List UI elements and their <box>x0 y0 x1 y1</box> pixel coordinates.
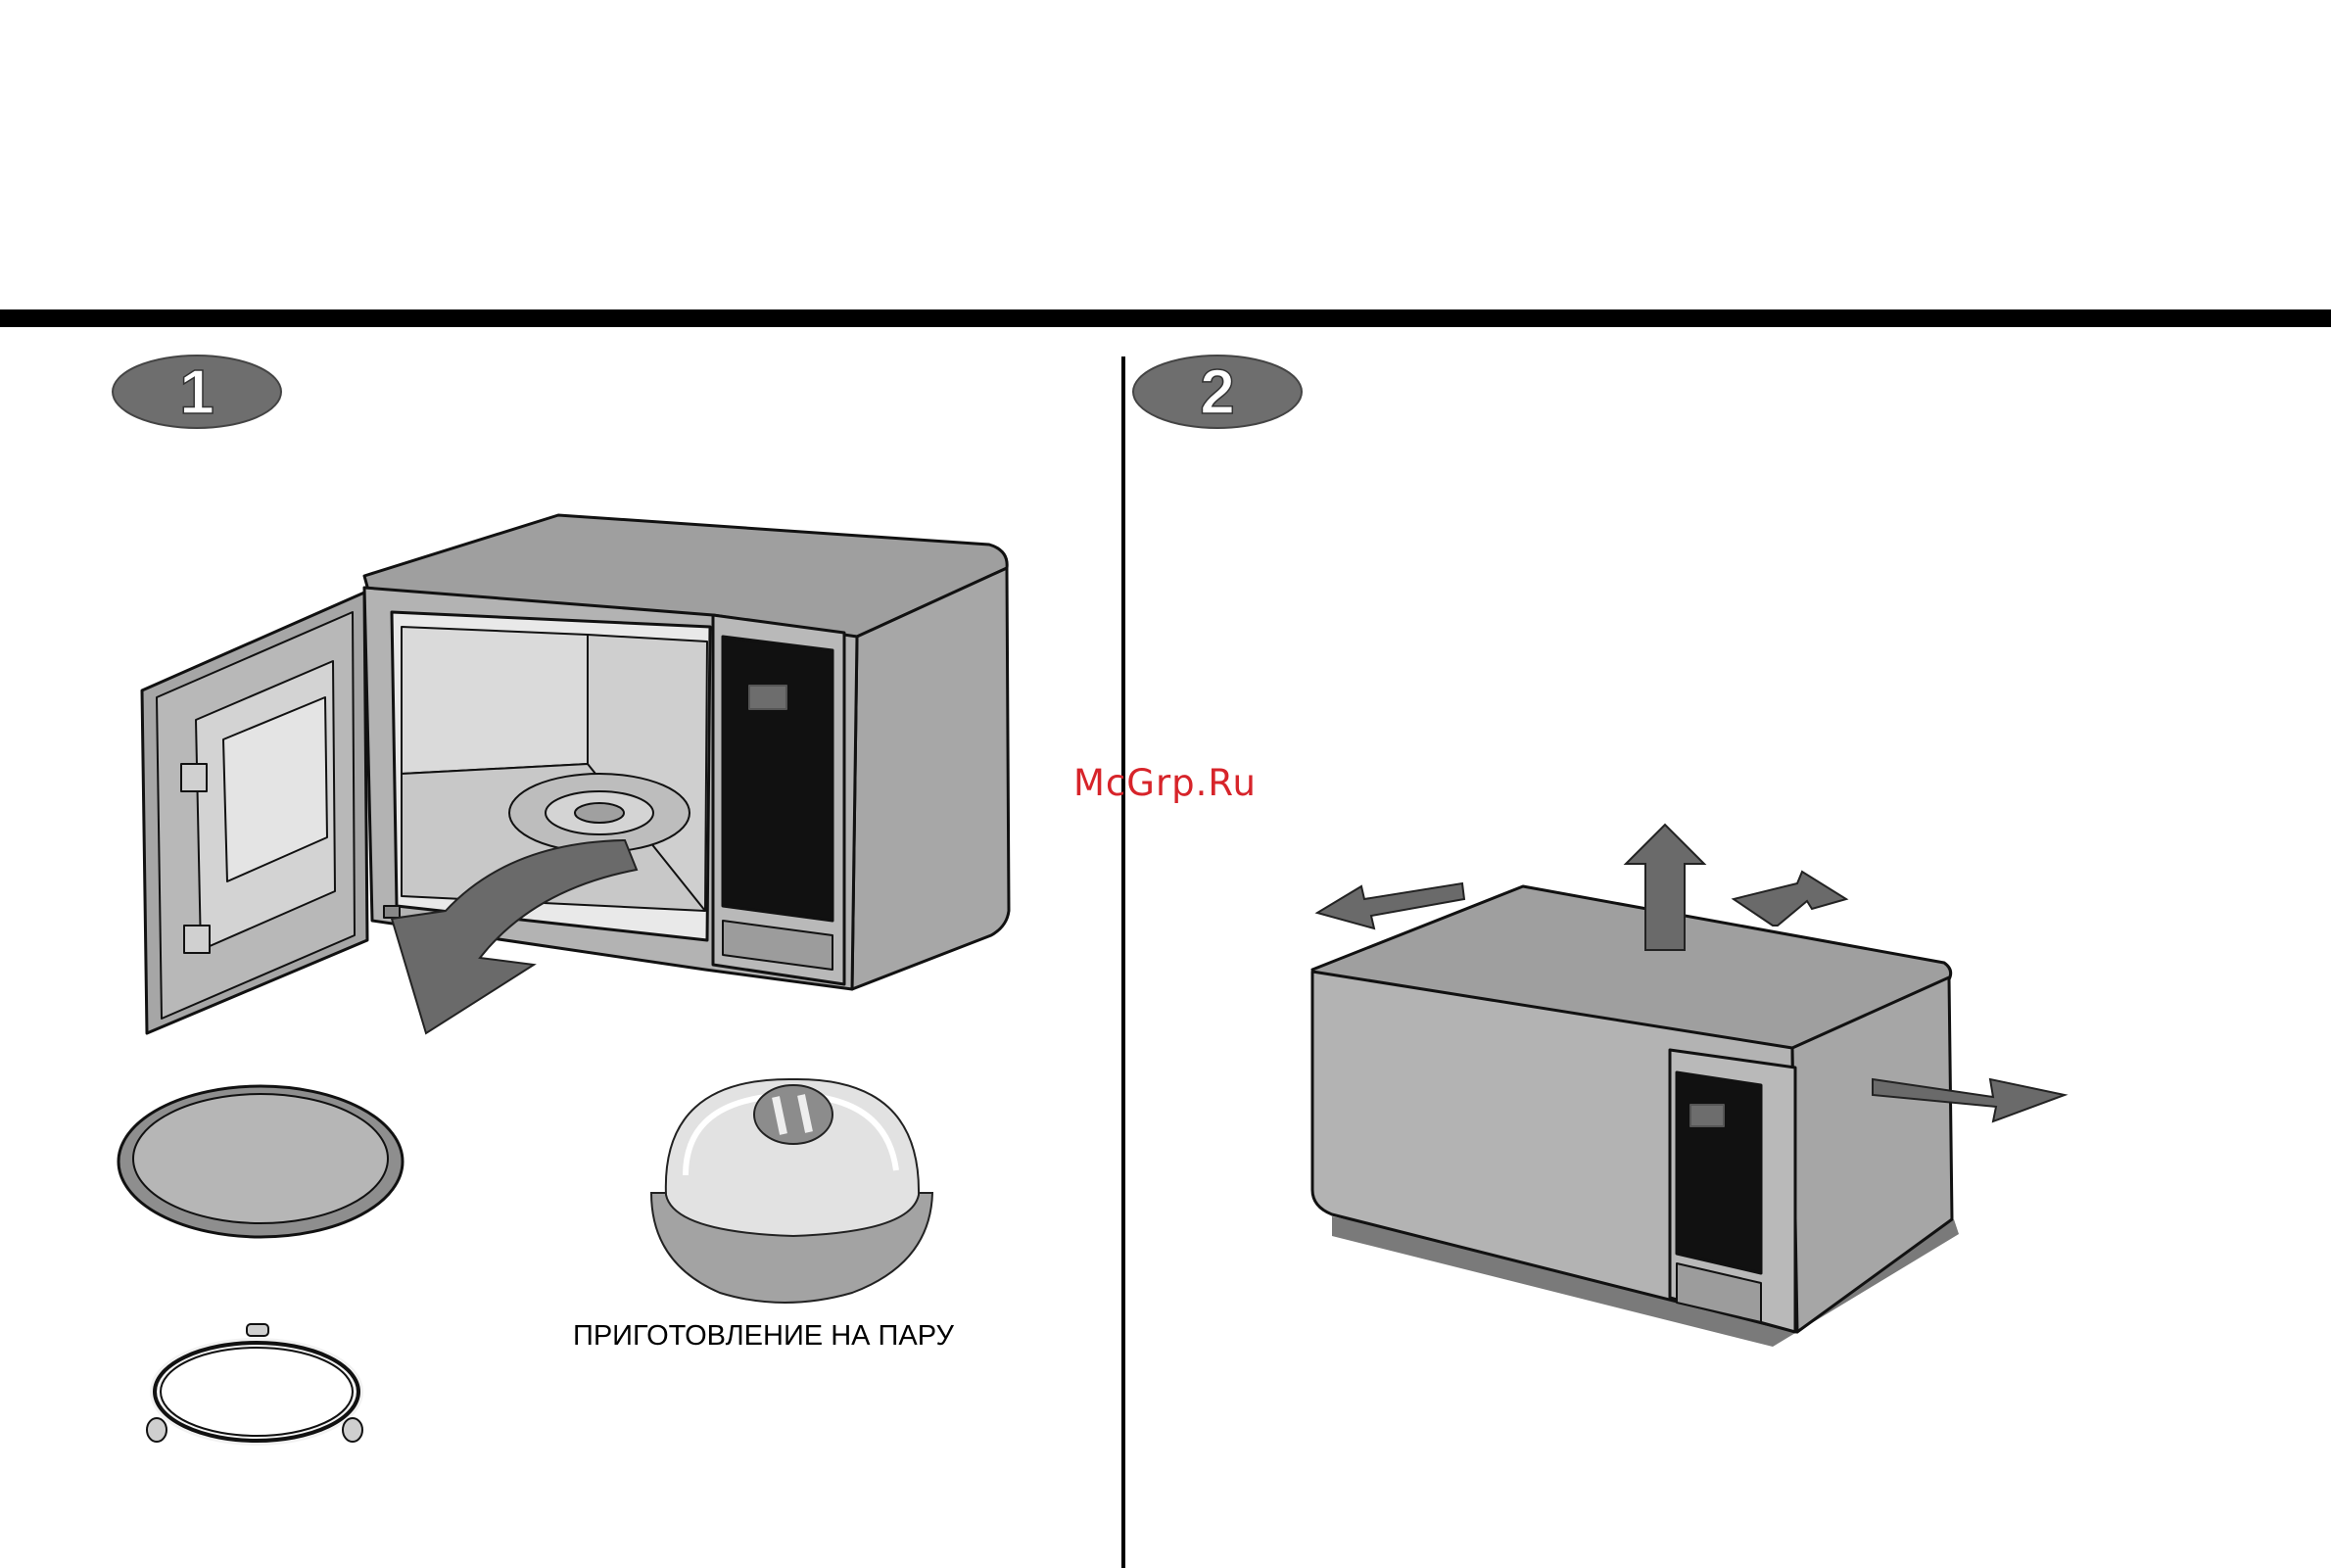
microwave-closed-icon <box>1312 886 1959 1347</box>
step-number-2: 2 <box>1200 356 1235 427</box>
top-rule <box>0 309 2331 327</box>
watermark: McGrp.Ru <box>1073 762 1257 804</box>
glass-tray-icon <box>119 1086 403 1237</box>
column-divider <box>1121 356 1125 1568</box>
arrow-back-icon <box>1734 872 1846 926</box>
step-badge-1: 1 <box>113 356 281 428</box>
roller-ring-icon <box>147 1324 362 1442</box>
steam-cook-caption: ПРИГОТОВЛЕНИЕ НА ПАРУ <box>573 1320 954 1352</box>
steam-cover-icon <box>651 1079 932 1303</box>
step-number-1: 1 <box>179 356 214 427</box>
step-badge-2: 2 <box>1133 356 1302 428</box>
microwave-open-door-icon <box>142 515 1009 1033</box>
